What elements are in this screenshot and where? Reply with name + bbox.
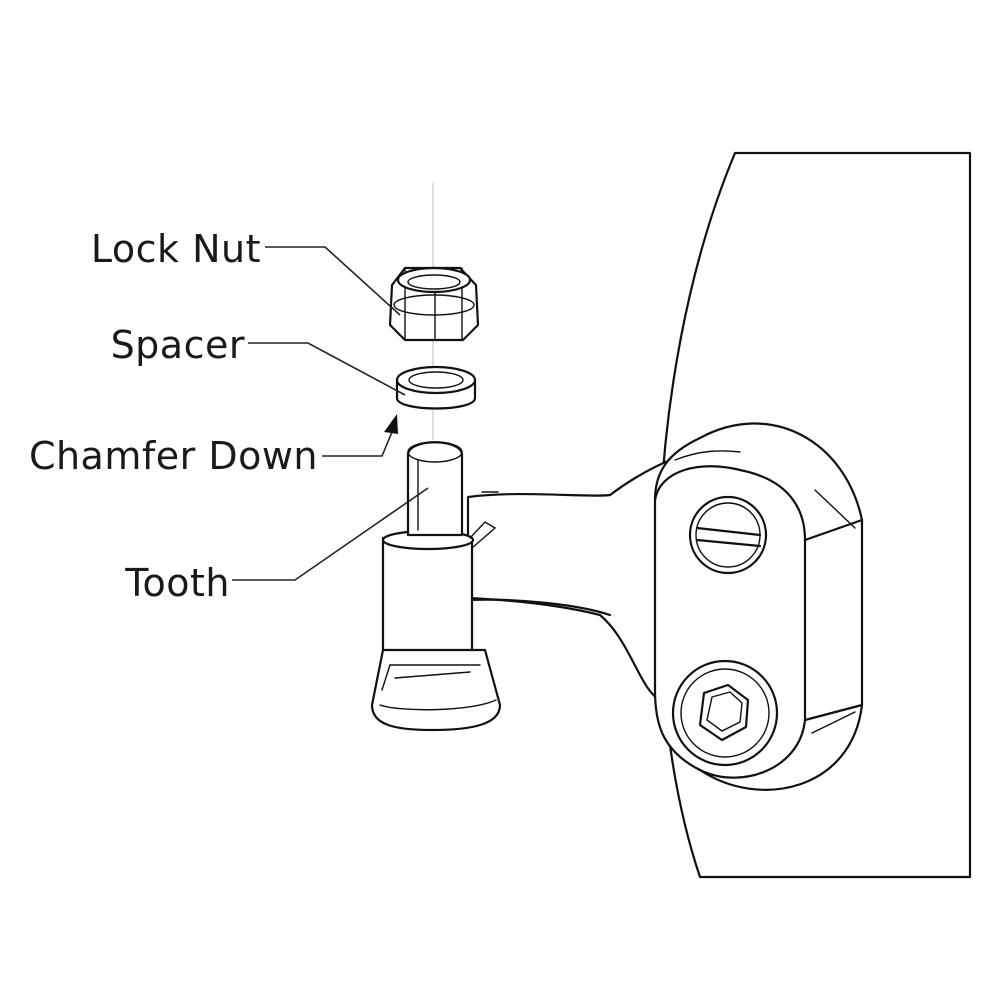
- leader-tooth: [232, 487, 429, 581]
- spacer: [395, 365, 477, 410]
- leader-chamfer-down: [322, 414, 398, 457]
- slotted-screw: [688, 495, 768, 575]
- tooth-label: Tooth: [125, 561, 230, 605]
- leader-lock-nut: [265, 246, 401, 316]
- lock-nut: [388, 266, 480, 342]
- arm: [466, 456, 677, 702]
- chamfer-down-label: Chamfer Down: [28, 434, 318, 478]
- leader-spacer: [248, 342, 406, 396]
- spacer-label: Spacer: [110, 323, 245, 367]
- lock-nut-label: Lock Nut: [90, 227, 261, 271]
- tooth-pin: [406, 441, 464, 537]
- tooth-holder: [370, 521, 502, 732]
- hex-socket-bolt: [671, 659, 779, 767]
